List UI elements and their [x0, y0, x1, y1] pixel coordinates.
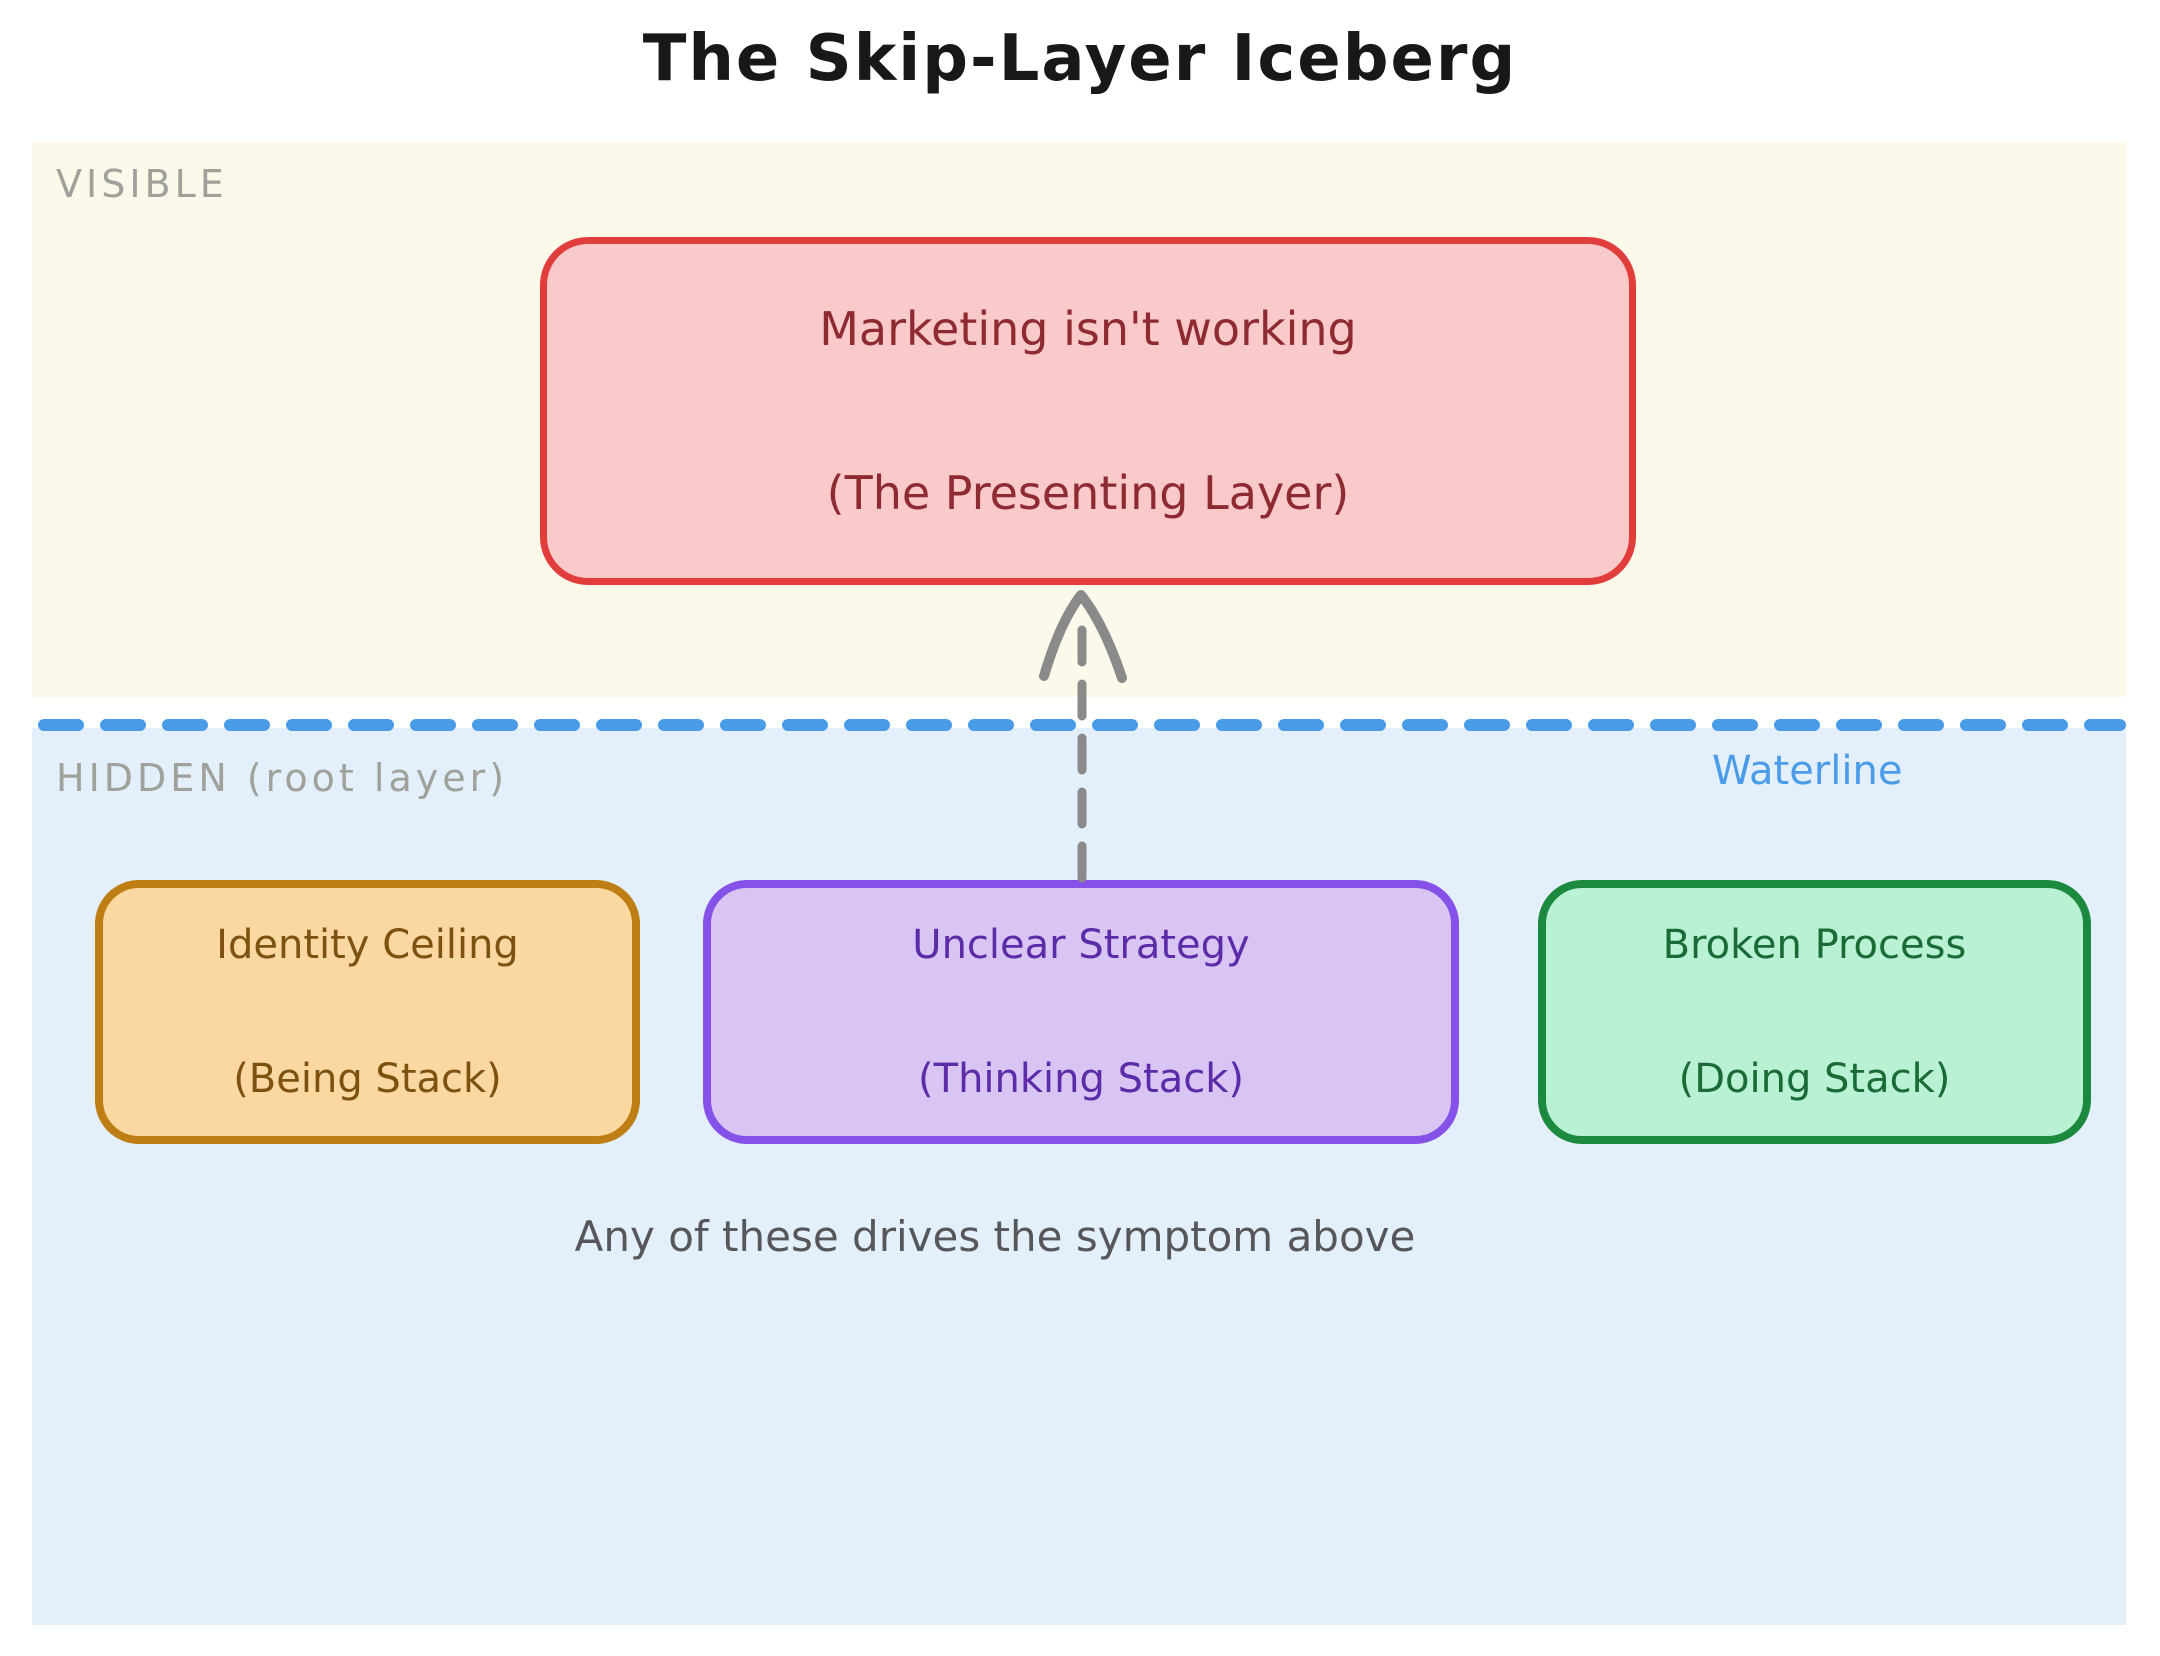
visible-region-label: VISIBLE	[56, 162, 228, 206]
cause-box-identity-ceiling: Identity Ceiling (Being Stack)	[95, 880, 640, 1144]
cause-process-subtitle: (Doing Stack)	[1678, 1056, 1951, 1102]
hidden-region-label: HIDDEN (root layer)	[56, 756, 509, 800]
cause-process-title: Broken Process	[1662, 922, 1967, 968]
diagram-title: The Skip-Layer Iceberg	[642, 22, 1518, 96]
cause-box-unclear-strategy: Unclear Strategy (Thinking Stack)	[703, 880, 1459, 1144]
symptom-box-line1: Marketing isn't working	[819, 302, 1357, 356]
waterline-label: Waterline	[1712, 748, 1903, 794]
cause-strategy-title: Unclear Strategy	[912, 922, 1250, 968]
symptom-box: Marketing isn't working (The Presenting …	[540, 237, 1636, 585]
cause-box-broken-process: Broken Process (Doing Stack)	[1538, 880, 2091, 1144]
symptom-box-line2: (The Presenting Layer)	[826, 466, 1350, 520]
cause-identity-title: Identity Ceiling	[216, 922, 519, 968]
caption-text: Any of these drives the symptom above	[574, 1212, 1416, 1261]
cause-strategy-subtitle: (Thinking Stack)	[918, 1056, 1244, 1102]
hidden-region: HIDDEN (root layer)	[32, 728, 2126, 1625]
cause-identity-subtitle: (Being Stack)	[233, 1056, 502, 1102]
